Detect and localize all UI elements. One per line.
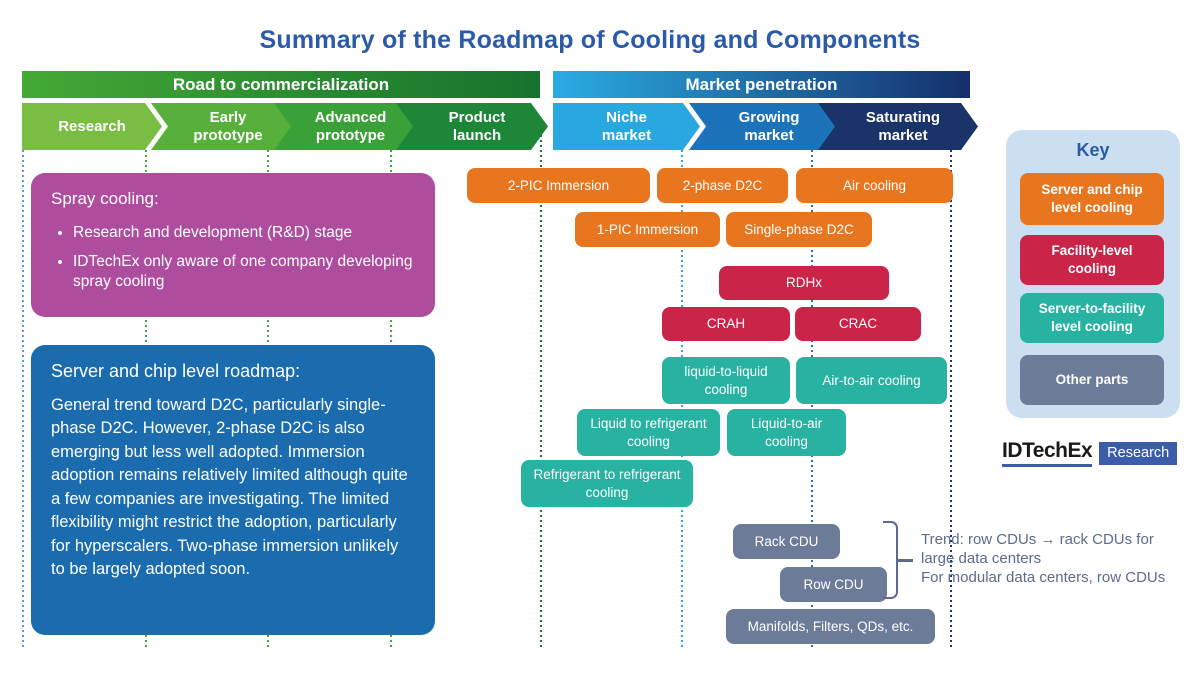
- item-row-cdu: Row CDU: [780, 567, 887, 602]
- item-2-pic-immersion: 2-PIC Immersion: [467, 168, 650, 203]
- item-single-phase-d2c: Single-phase D2C: [726, 212, 872, 247]
- server-chip-roadmap-info-box: Server and chip level roadmap: General t…: [31, 345, 435, 635]
- idtechex-wordmark: IDTechEx: [1002, 439, 1093, 467]
- spray-cooling-bullets: Research and development (R&D) stage IDT…: [51, 223, 415, 292]
- item-crah: CRAH: [662, 307, 790, 341]
- stage-research: Research: [22, 103, 162, 150]
- stage-growing-market: Growing market: [689, 103, 839, 150]
- header-road-label: Road to commercialization: [172, 74, 390, 94]
- key-title: Key: [1076, 140, 1110, 160]
- item-air-to-air-cooling: Air-to-air cooling: [796, 357, 947, 404]
- trend-line-1: Trend: row CDUs → rack CDUs for large da…: [921, 531, 1154, 567]
- spray-bullet-one-company: IDTechEx only aware of one company devel…: [73, 252, 415, 292]
- item-liquid-to-liquid-cooling: liquid-to-liquid cooling: [662, 357, 790, 404]
- guide-line-start: [22, 150, 24, 648]
- spray-cooling-info-box: Spray cooling: Research and development …: [31, 173, 435, 317]
- key-other-parts: Other parts: [1020, 355, 1164, 405]
- item-air-cooling: Air cooling: [796, 168, 953, 203]
- cdu-bracket: [883, 521, 898, 599]
- server-chip-roadmap-title: Server and chip level roadmap:: [51, 361, 301, 381]
- item-rdhx: RDHx: [719, 266, 889, 300]
- trend-line-2: For modular data centers, row CDUs: [921, 568, 1166, 586]
- page-title: Summary of the Roadmap of Cooling and Co…: [259, 26, 921, 54]
- item-manifolds-filters-qds: Manifolds, Filters, QDs, etc.: [726, 609, 935, 644]
- spray-cooling-title: Spray cooling:: [51, 189, 159, 208]
- guide-line-launch-end: [540, 130, 542, 648]
- idtechex-research-badge: Research: [1099, 441, 1178, 465]
- server-chip-roadmap-body: General trend toward D2C, particularly s…: [51, 396, 408, 578]
- cdu-trend-note: Trend: row CDUs → rack CDUs for large da…: [921, 531, 1186, 587]
- item-refrigerant-to-refrigerant-cooling: Refrigerant to refrigerant cooling: [521, 460, 693, 507]
- item-liquid-to-air-cooling: Liquid-to-air cooling: [727, 409, 846, 456]
- item-liquid-to-refrigerant-cooling: Liquid to refrigerant cooling: [577, 409, 720, 456]
- key-server-chip-level-cooling: Server and chip level cooling: [1020, 173, 1164, 225]
- stage-niche-market: Niche market: [553, 103, 700, 150]
- stage-arrow-row: Research Early prototype Advanced protot…: [0, 103, 1200, 150]
- stage-early-prototype: Early prototype: [151, 103, 295, 150]
- item-1-pic-immersion: 1-PIC Immersion: [575, 212, 720, 247]
- stage-saturating-market: Saturating market: [818, 103, 978, 150]
- item-2-phase-d2c: 2-phase D2C: [657, 168, 788, 203]
- header-road-to-commercialization: Road to commercialization: [22, 71, 540, 98]
- spray-bullet-rd-stage: Research and development (R&D) stage: [73, 223, 415, 243]
- item-crac: CRAC: [795, 307, 921, 341]
- stage-advanced-prototype: Advanced prototype: [274, 103, 417, 150]
- idtechex-logo: IDTechEx Research: [1002, 439, 1178, 467]
- item-rack-cdu: Rack CDU: [733, 524, 840, 559]
- stage-product-launch: Product launch: [396, 103, 548, 150]
- key-facility-level-cooling: Facility-level cooling: [1020, 235, 1164, 285]
- key-server-to-facility-level-cooling: Server-to-facility level cooling: [1020, 293, 1164, 343]
- header-market-penetration: Market penetration: [553, 71, 970, 98]
- cdu-bracket-tick: [898, 559, 913, 562]
- header-market-label: Market penetration: [685, 74, 838, 94]
- guide-line-saturating-end: [950, 150, 952, 648]
